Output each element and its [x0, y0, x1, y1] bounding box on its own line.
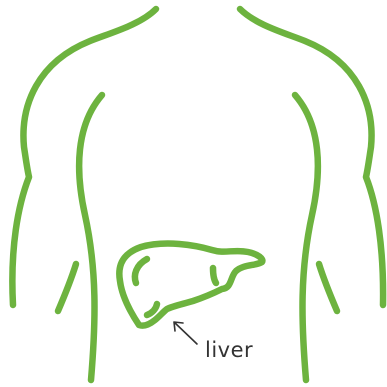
liver-inner-line-right: [213, 268, 216, 283]
torso-outline: [12, 9, 383, 380]
right-body-side-line: [295, 95, 318, 380]
pointer-arrow: [174, 322, 197, 344]
liver-inner-line-bottom: [147, 304, 157, 315]
left-forearm-line: [58, 264, 76, 311]
liver-shape: [119, 244, 262, 326]
liver-label: liver: [205, 338, 253, 362]
pointer-arrow-group: [174, 322, 197, 344]
liver-inner-line-left: [135, 259, 147, 283]
left-shoulder-arm-outline: [12, 9, 156, 305]
liver-outline: [119, 244, 262, 326]
right-forearm-line: [319, 264, 337, 311]
left-body-side-line: [79, 95, 102, 380]
